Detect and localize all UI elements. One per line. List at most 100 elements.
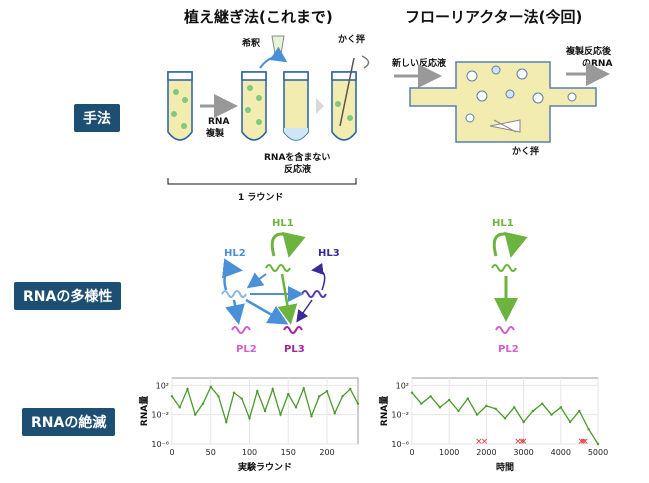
data-point	[194, 413, 197, 416]
extinction-marker: ×	[518, 437, 526, 447]
reactor-chamber	[409, 61, 597, 143]
diversity-network-left: HL1 HL2 HL3 PL2 PL3	[221, 218, 340, 355]
extinction-marker: ×	[475, 437, 483, 447]
x-tick-label: 0	[409, 448, 414, 457]
data-point	[225, 420, 228, 424]
no-rna-solution-label-2: 反応液	[284, 163, 312, 175]
stir-label-right: かく拌	[512, 145, 539, 157]
hl3-label: HL3	[318, 248, 340, 259]
data-point	[209, 385, 212, 388]
data-point	[232, 391, 236, 394]
data-point	[457, 409, 460, 413]
data-point	[217, 395, 220, 398]
y-axis-label: RNA量	[138, 396, 150, 426]
stirrer-icon	[489, 119, 521, 133]
data-point	[503, 417, 507, 420]
x-tick-label: 200	[319, 448, 334, 457]
x-tick-label: 2000	[476, 448, 496, 457]
extinction-marker: ×	[581, 437, 589, 447]
pl2-label-left: PL2	[236, 344, 257, 355]
data-point	[341, 395, 344, 398]
data-point	[513, 406, 516, 409]
data-point	[349, 387, 352, 391]
hl1-self-arrow	[270, 231, 306, 258]
hl3-rna-strand	[301, 290, 327, 298]
data-point	[448, 398, 451, 402]
chevron-right-icon	[316, 98, 324, 114]
pl2-rna-strand	[231, 326, 251, 334]
data-point	[559, 406, 562, 409]
pl3-rna-strand	[283, 326, 303, 334]
right-column-title: フローリアクター法(今回)	[405, 8, 583, 26]
rna-label: RNA	[208, 117, 229, 127]
after-reaction-label-2: のRNA	[582, 58, 612, 69]
data-point	[178, 406, 181, 409]
round-bracket	[167, 178, 357, 185]
tube-2	[241, 71, 267, 141]
stir-label-left: かく拌	[338, 33, 365, 45]
x-tick-label: 4000	[551, 448, 571, 457]
hl1-rna-strand	[265, 264, 291, 272]
y-tick-label: 10²	[156, 381, 169, 390]
tube-4-stirred	[331, 57, 357, 141]
diversity-network-right: HL1 PL2	[491, 218, 528, 355]
row-label-extinction: RNAの絶滅	[22, 408, 116, 436]
data-point	[318, 395, 321, 398]
data-point	[279, 413, 282, 416]
y-tick-label: 10⁻⁶	[391, 440, 409, 449]
stir-icon	[361, 55, 370, 69]
data-point	[550, 413, 553, 416]
x-tick-label: 3000	[513, 448, 533, 457]
extinction-marker: ×	[481, 437, 489, 447]
y-axis-label: RNA量	[378, 396, 390, 426]
x-tick-label: 150	[281, 448, 296, 457]
data-point	[263, 409, 267, 413]
data-point	[522, 420, 525, 424]
hl1-self-arrow-right	[492, 231, 528, 258]
data-point	[186, 387, 189, 391]
row-label-method: 手法	[74, 104, 120, 132]
data-point	[325, 390, 329, 393]
hl2-rna-strand	[221, 290, 247, 298]
x-tick-label: 5000	[588, 448, 608, 457]
data-point	[271, 387, 274, 391]
data-point	[294, 406, 298, 409]
data-point	[438, 406, 442, 409]
hl2-self-arrow	[221, 258, 243, 291]
data-point	[485, 404, 488, 408]
data-point	[256, 390, 259, 393]
y-tick-label: 10⁻²	[151, 411, 169, 420]
tube-3-fresh	[283, 71, 309, 141]
extinction-marker: ×	[577, 437, 585, 447]
after-reaction-label-1: 複製反応後	[565, 45, 612, 57]
new-solution-label: 新しい反応液	[392, 57, 447, 69]
x-axis-label: 時間	[496, 461, 514, 473]
extinction-marker: ×	[514, 437, 522, 447]
x-axis-label: 実験ラウンド	[238, 461, 292, 473]
y-tick-label: 10²	[396, 381, 409, 390]
dilution-arrow	[259, 46, 288, 69]
hl2-label: HL2	[224, 248, 246, 259]
data-point	[287, 392, 290, 396]
tube-1	[167, 71, 193, 141]
row-label-diversity: RNAの多様性	[14, 282, 122, 310]
flow-reactor-diagram: 新しい反応液 複製反応後 のRNA かく拌	[392, 45, 612, 157]
data-point	[310, 414, 313, 418]
pl2-rna-strand-right	[495, 326, 515, 334]
x-tick-label: 100	[242, 448, 257, 457]
hl1-label-left: HL1	[272, 218, 294, 229]
data-point	[494, 407, 497, 410]
data-point	[201, 402, 205, 405]
data-point	[568, 420, 572, 424]
pl2-label-right: PL2	[498, 344, 519, 355]
data-point	[410, 391, 414, 394]
x-tick-label: 0	[169, 448, 174, 457]
data-point	[587, 428, 590, 431]
data-point	[240, 397, 243, 400]
replication-label: 複製	[205, 127, 225, 139]
data-point	[356, 402, 360, 405]
pl3-label: PL3	[284, 344, 305, 355]
dilution-label: 希釈	[242, 37, 261, 49]
